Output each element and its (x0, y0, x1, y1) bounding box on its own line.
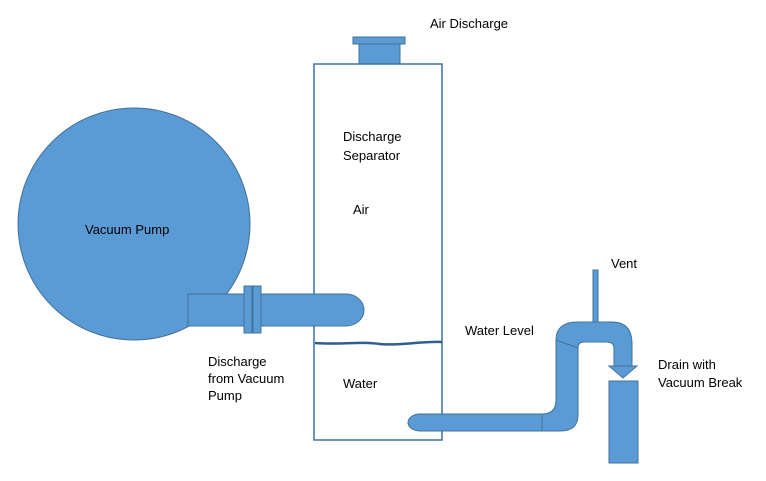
drain-vacuum-break (608, 380, 639, 464)
drain-pipe-horizontal (407, 413, 543, 432)
drain-pipe-riser (541, 339, 579, 432)
pipe-flange-left (243, 285, 253, 334)
drain-vacuum-break-label-line1: Drain with (658, 357, 716, 372)
vacuum-pump-body (17, 107, 251, 341)
discharge-from-pump-label-line3: Pump (208, 388, 242, 403)
discharge-separator-label-line1: Discharge (343, 129, 402, 144)
water-label: Water (343, 376, 378, 391)
drain-flow-arrow (607, 365, 639, 379)
discharge-separator-label-line2: Separator (343, 148, 401, 163)
air-label: Air (353, 202, 370, 217)
water-level-label: Water Level (465, 323, 534, 338)
air-discharge-cap (352, 36, 406, 45)
water-level-line (314, 340, 443, 346)
discharge-from-pump-label-line1: Discharge (208, 354, 267, 369)
discharge-separator-label: Discharge Separator (343, 129, 405, 163)
discharge-from-pump-label: Discharge from Vacuum Pump (208, 354, 288, 403)
air-discharge-label: Air Discharge (430, 16, 508, 31)
drain-vacuum-break-label: Drain with Vacuum Break (658, 357, 743, 390)
drain-vacuum-break-label-line2: Vacuum Break (658, 375, 743, 390)
vent-label: Vent (611, 256, 637, 271)
pump-discharge-pipe (187, 293, 365, 327)
discharge-from-pump-label-line2: from Vacuum (208, 371, 284, 386)
pipe-flange-right (252, 285, 262, 334)
discharge-separator-tank (313, 63, 443, 441)
air-discharge-outlet (358, 43, 401, 65)
vacuum-pump-label: Vacuum Pump (85, 222, 169, 237)
vent-pipe (592, 269, 599, 323)
